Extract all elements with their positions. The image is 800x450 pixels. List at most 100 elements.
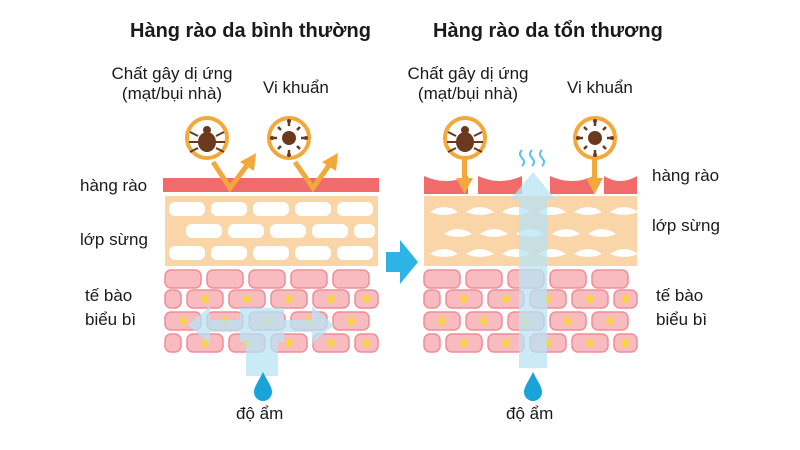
epidermis-cell	[248, 269, 286, 289]
stratum-brick	[270, 224, 306, 238]
right-allergen-line2: (mạt/bụi nhà)	[417, 84, 519, 103]
stratum-brick	[253, 202, 289, 216]
left-barrier-layer	[163, 178, 379, 192]
epidermis-cell	[332, 269, 370, 289]
right-penetrate-shaft-2	[592, 158, 597, 180]
right-epi-line2: biểu bì	[656, 310, 708, 329]
right-penetrate-head-2	[586, 178, 603, 194]
cell-nucleus	[480, 317, 488, 325]
stratum-brick	[211, 246, 247, 260]
cell-nucleus	[502, 339, 510, 347]
stratum-brick	[186, 224, 222, 238]
cell-nucleus	[586, 339, 594, 347]
stratum-fragment	[574, 249, 602, 257]
right-moisture-label: độ ẩm	[506, 404, 554, 423]
right-bacteria-label: Vi khuẩn	[567, 78, 633, 97]
right-moisture-arrow	[510, 172, 556, 368]
left-deflect-arrowhead-1	[240, 153, 256, 171]
right-epidermis-cells	[423, 269, 638, 353]
cell-nucleus	[460, 339, 468, 347]
stratum-fragment	[466, 249, 494, 257]
left-bacteria-label: Vi khuẩn	[263, 78, 329, 97]
epidermis-cell	[465, 269, 503, 289]
left-allergen-label: Chất gây dị ứng (mạt/bụi nhà)	[102, 64, 242, 104]
steam-icon	[519, 149, 545, 167]
stratum-brick	[337, 246, 373, 260]
right-barrier-label: hàng rào	[652, 166, 720, 185]
left-moisture-label: độ ẩm	[236, 404, 284, 423]
stratum-fragment	[552, 229, 580, 237]
cell-nucleus	[362, 339, 371, 347]
cell-nucleus	[438, 317, 446, 325]
stratum-fragment	[430, 249, 458, 257]
stratum-fragment	[610, 249, 638, 257]
left-epidermis-label: tế bào biểu bì	[85, 286, 136, 330]
epidermis-cell	[290, 269, 328, 289]
stratum-fragment	[574, 207, 602, 215]
stratum-fragment	[430, 207, 458, 215]
right-allergen-label: Chất gây dị ứng (mạt/bụi nhà)	[398, 64, 538, 104]
epidermis-cell	[164, 289, 182, 309]
epidermis-cell	[423, 333, 441, 353]
right-stratum-pieces	[430, 207, 638, 257]
cell-nucleus	[502, 295, 510, 303]
stratum-brick	[295, 246, 331, 260]
cell-nucleus	[586, 295, 594, 303]
stratum-brick	[312, 224, 348, 238]
water-drop-icon	[524, 372, 542, 401]
stratum-brick	[169, 202, 205, 216]
water-drop-icon	[254, 372, 272, 401]
left-deflect-arrowhead-2	[322, 153, 338, 171]
left-epi-line2: biểu bì	[85, 310, 137, 329]
cell-nucleus	[564, 317, 572, 325]
right-stratum-label: lớp sừng	[652, 216, 720, 235]
left-stratum-label: lớp sừng	[80, 230, 148, 249]
cell-nucleus	[243, 295, 251, 303]
left-epi-line1: tế bào	[85, 286, 133, 305]
left-allergen-line2: (mạt/bụi nhà)	[121, 84, 223, 103]
left-skin-section	[163, 116, 379, 401]
epidermis-cell	[591, 269, 629, 289]
left-stratum-bricks	[169, 202, 375, 260]
right-allergen-line1: Chất gây dị ứng	[407, 64, 529, 83]
epidermis-cell	[423, 269, 461, 289]
stratum-fragment	[610, 207, 638, 215]
bacteria-icon	[267, 116, 311, 160]
right-epidermis-label: tế bào biểu bì	[656, 286, 707, 330]
right-epi-line1: tế bào	[656, 286, 704, 305]
epidermis-cell	[164, 269, 202, 289]
left-moisture-arrows	[188, 306, 334, 376]
cell-nucleus	[285, 295, 293, 303]
right-penetrate-head-1	[456, 178, 473, 194]
epidermis-cell	[164, 333, 182, 353]
stratum-brick	[228, 224, 264, 238]
stratum-fragment	[588, 229, 616, 237]
right-skin-section	[423, 116, 638, 401]
stratum-fragment	[444, 229, 472, 237]
mite-icon	[443, 116, 487, 160]
cell-nucleus	[285, 339, 293, 347]
left-barrier-label: hàng rào	[80, 176, 148, 195]
stratum-brick	[253, 246, 289, 260]
left-deflect-arrow-allergen	[210, 160, 250, 193]
right-panel-title: Hàng rào da tổn thương	[433, 20, 663, 42]
arrow-right-icon	[386, 240, 418, 284]
stratum-brick	[337, 202, 373, 216]
left-deflect-arrow-bacteria	[292, 160, 333, 193]
cell-nucleus	[347, 317, 355, 325]
cell-nucleus	[179, 317, 187, 325]
stratum-brick	[211, 202, 247, 216]
cell-nucleus	[606, 317, 614, 325]
mite-icon	[185, 116, 229, 160]
left-allergen-line1: Chất gây dị ứng	[111, 64, 233, 83]
stratum-brick	[354, 224, 375, 238]
cell-nucleus	[362, 295, 371, 303]
left-panel-title: Hàng rào da bình thường	[130, 20, 371, 42]
cell-nucleus	[327, 339, 335, 347]
cell-nucleus	[327, 295, 335, 303]
cell-nucleus	[201, 295, 209, 303]
right-barrier-pieces	[424, 176, 637, 194]
cell-nucleus	[621, 339, 630, 347]
epidermis-cell	[206, 269, 244, 289]
